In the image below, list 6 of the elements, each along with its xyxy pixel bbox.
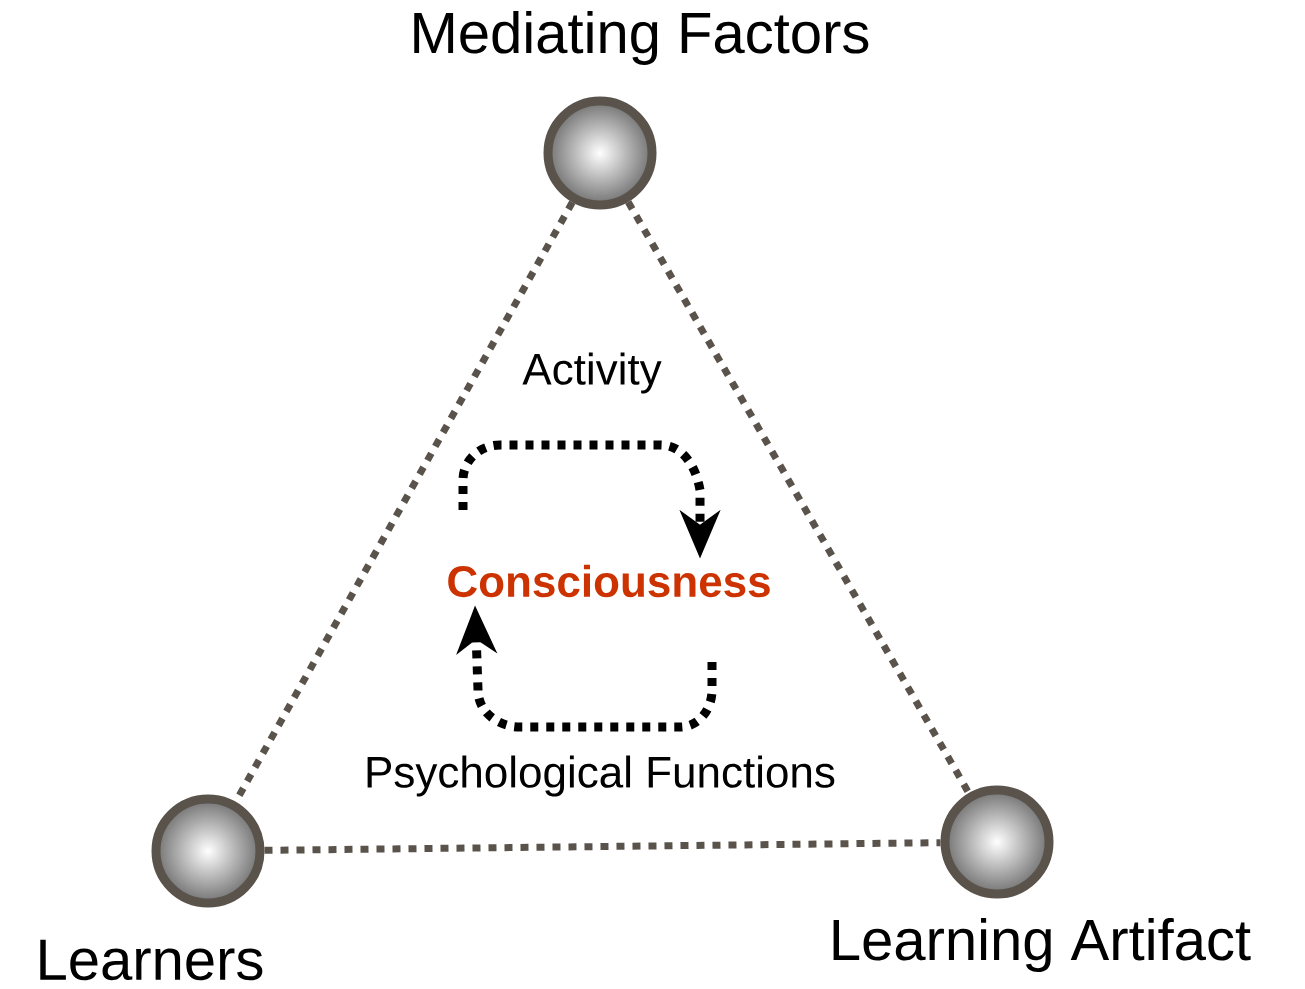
node-label: Learning Artifact — [833, 918, 1251, 973]
node-label: Mediating Factors — [414, 10, 869, 66]
node-label: Learners — [40, 939, 263, 981]
center-label: Consciousness — [448, 564, 770, 598]
text-label: Psychological Functions — [367, 755, 835, 797]
text-label: Activity — [522, 352, 662, 394]
